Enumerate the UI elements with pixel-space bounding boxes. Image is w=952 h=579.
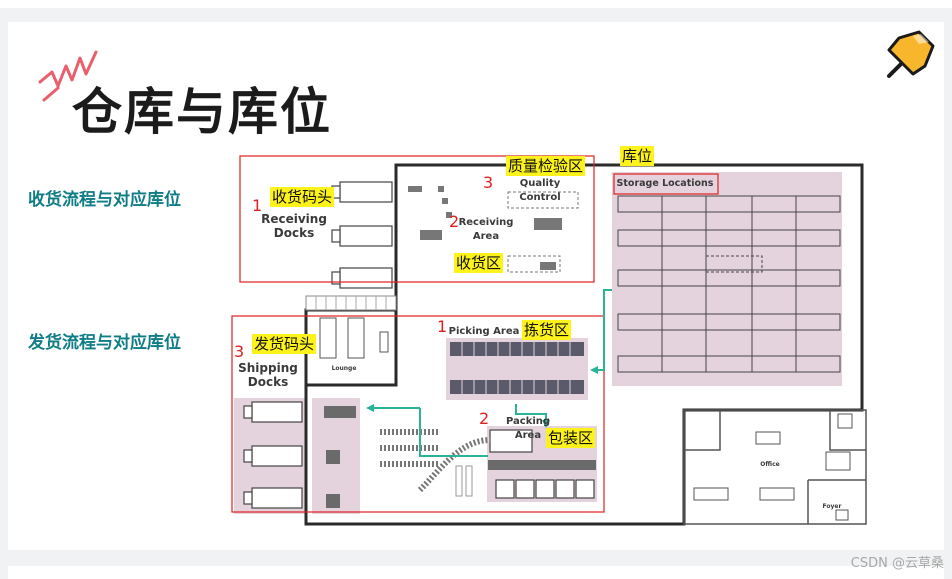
receiving-process-label: 收货流程与对应库位 xyxy=(28,190,181,210)
watermark: CSDN @云草桑 xyxy=(850,556,944,571)
shipping-docks-number: 3 xyxy=(234,342,245,361)
receiving-area-number: 2 xyxy=(449,212,460,231)
picking-area-number: 1 xyxy=(437,317,448,336)
shipping-docks-label: Shipping Docks xyxy=(238,361,298,389)
shipping-pallets xyxy=(324,406,356,508)
storage-note: 库位 xyxy=(620,146,655,166)
packing-stations xyxy=(489,429,595,499)
shipping-trucks xyxy=(243,401,303,509)
quality-control-label: Quality Control xyxy=(519,178,561,203)
picking-area-label: Picking Area xyxy=(448,326,520,337)
receiving-trucks xyxy=(331,181,393,289)
receiving-area-label: Receiving Area xyxy=(458,217,514,242)
receiving-area-note: 收货区 xyxy=(454,253,504,273)
receiving-docks-number: 1 xyxy=(252,196,263,215)
page-title: 仓库与库位 xyxy=(72,83,332,141)
shipping-process-label: 发货流程与对应库位 xyxy=(28,333,181,353)
receiving-area-items xyxy=(408,186,562,270)
lounge-tables xyxy=(319,317,389,359)
office-wall xyxy=(683,409,867,525)
next-slide-strip xyxy=(8,566,944,579)
quality-control-note: 质量检验区 xyxy=(506,156,586,176)
storage-locations-label: Storage Locations xyxy=(616,178,714,189)
red-frames xyxy=(231,155,719,513)
packing-area-number: 2 xyxy=(479,409,490,428)
picking-area-note: 拣货区 xyxy=(522,320,572,340)
packing-area-label: Packing Area xyxy=(505,416,551,441)
shipping-docks-note: 发货码头 xyxy=(252,334,317,354)
receiving-docks-label: Receiving Docks xyxy=(261,212,327,240)
conveyor xyxy=(380,429,491,493)
office-furniture xyxy=(693,413,853,521)
top-strip xyxy=(0,0,952,8)
packing-area-note: 包装区 xyxy=(546,428,596,448)
quality-control-number: 3 xyxy=(483,173,494,192)
storage-zone xyxy=(612,172,842,386)
receiving-docks-note: 收货码头 xyxy=(270,187,335,207)
storage-racks xyxy=(617,195,841,373)
picking-shelves xyxy=(450,342,584,394)
foyer-label: Foyer xyxy=(822,503,842,510)
lounge-label: Lounge xyxy=(331,365,357,372)
office-label: Office xyxy=(760,461,780,468)
